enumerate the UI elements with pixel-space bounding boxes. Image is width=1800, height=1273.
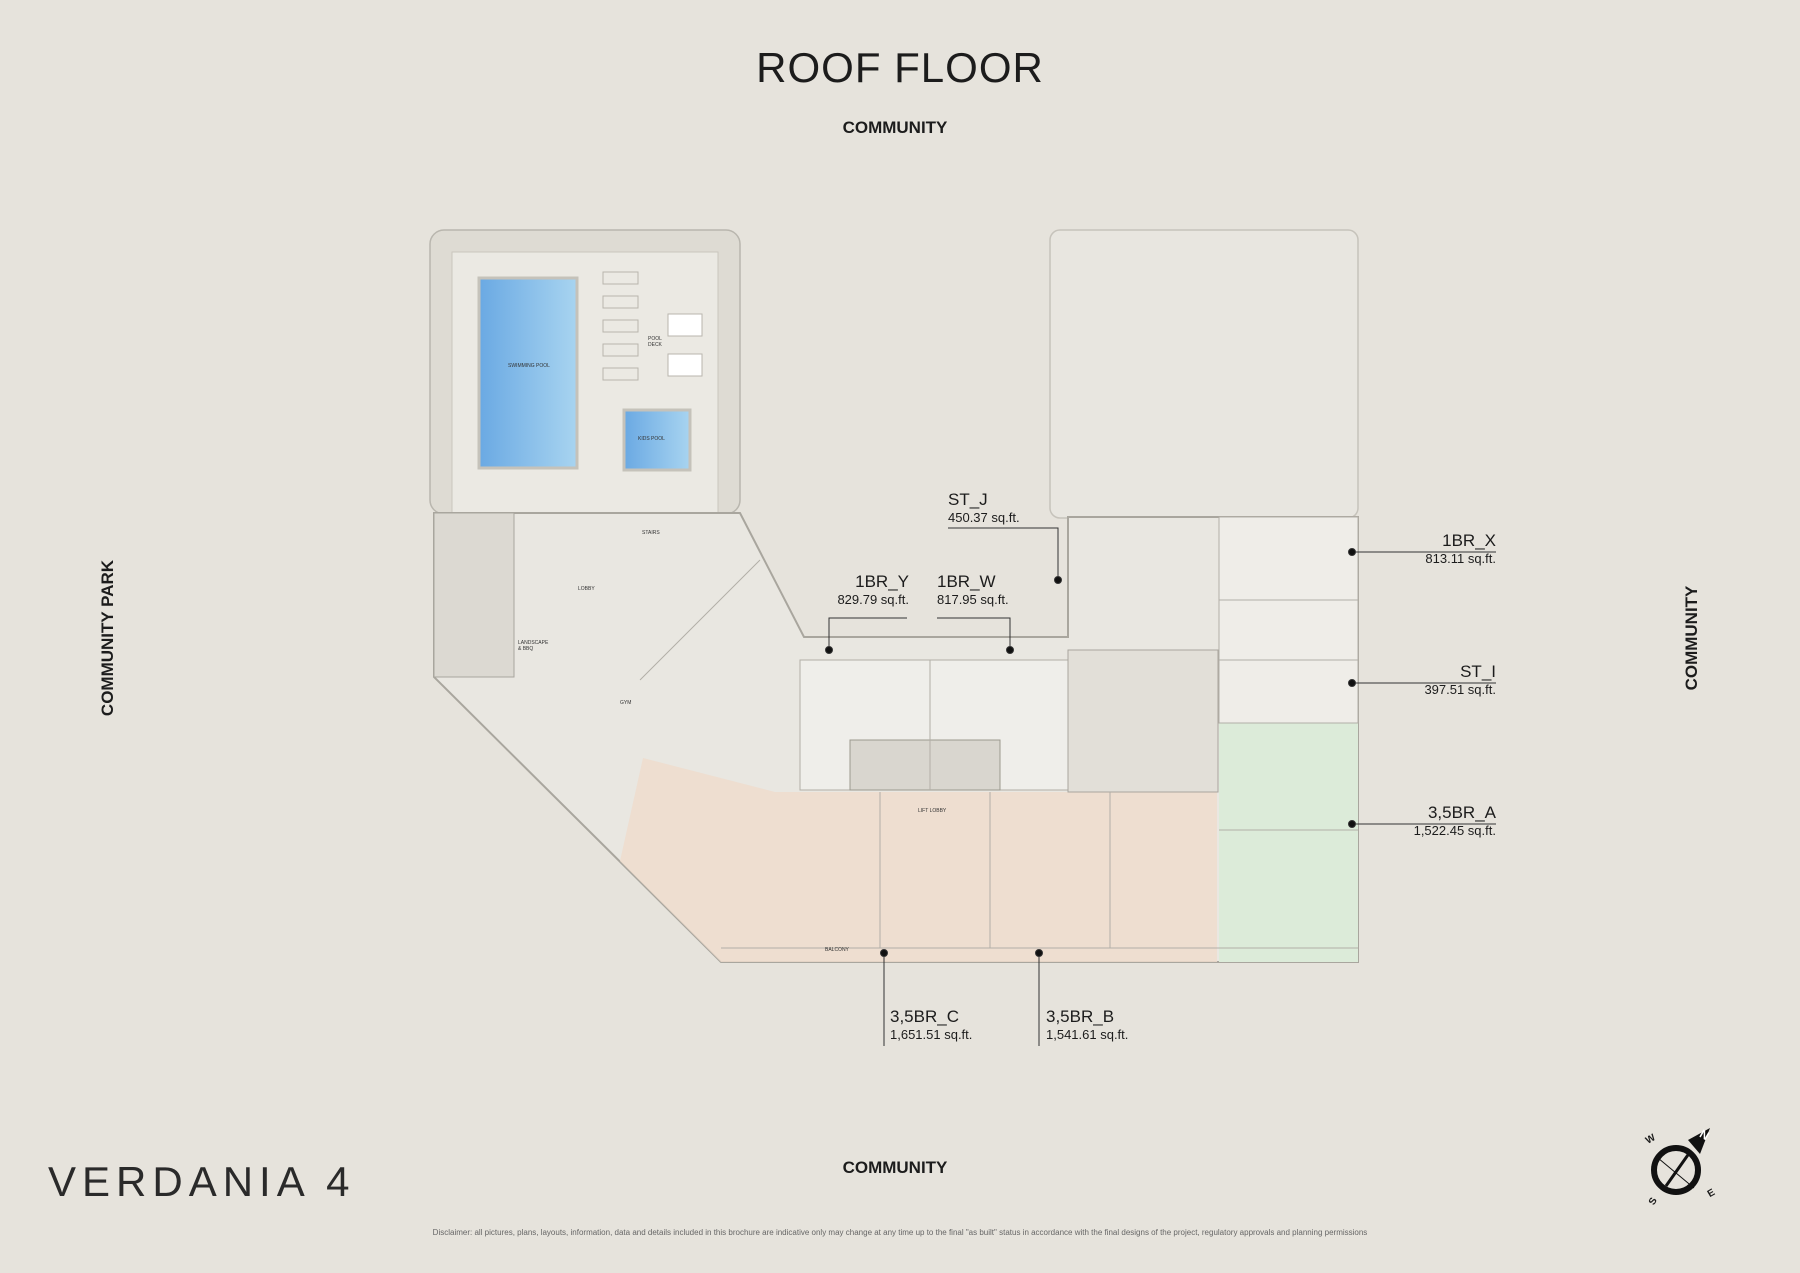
label-community-top: COMMUNITY <box>842 118 948 137</box>
label-community-right: COMMUNITY <box>1682 585 1701 691</box>
page-title: ROOF FLOOR <box>756 44 1044 91</box>
label-gym: GYM <box>620 700 632 706</box>
label-kids-pool: KIDS POOL <box>638 436 665 442</box>
label-balcony: BALCONY <box>825 947 849 953</box>
compass-icon <box>1651 1128 1710 1195</box>
disclaimer: Disclaimer: all pictures, plans, layouts… <box>432 1228 1368 1237</box>
label-lobby: LOBBY <box>578 586 595 592</box>
leader-1br-w <box>937 617 1011 650</box>
label-swimming-pool: SWIMMING POOL <box>508 363 550 369</box>
label-community-bottom: COMMUNITY <box>842 1158 948 1177</box>
core <box>849 739 1001 791</box>
leader-1br-y <box>828 617 907 650</box>
label-pool-deck: POOL DECK <box>648 336 662 348</box>
swimming-pool <box>477 276 579 470</box>
leader-st-j <box>948 527 1059 580</box>
unit-zone-3-5br-c-b <box>620 758 1217 962</box>
label-lift-lobby: LIFT LOBBY <box>918 808 947 814</box>
kids-pool <box>622 408 692 472</box>
label-community-park: COMMUNITY PARK <box>98 559 117 717</box>
brand-logo: VERDANIA 4 <box>48 1158 356 1205</box>
unit-zone-st-1br-x <box>1218 516 1359 724</box>
unit-zone-3-5br-a <box>1219 723 1358 962</box>
open-area <box>1049 229 1359 519</box>
label-stairs: STAIRS <box>642 530 660 536</box>
label-landscape: LANDSCAPE & BBQ <box>518 640 549 652</box>
